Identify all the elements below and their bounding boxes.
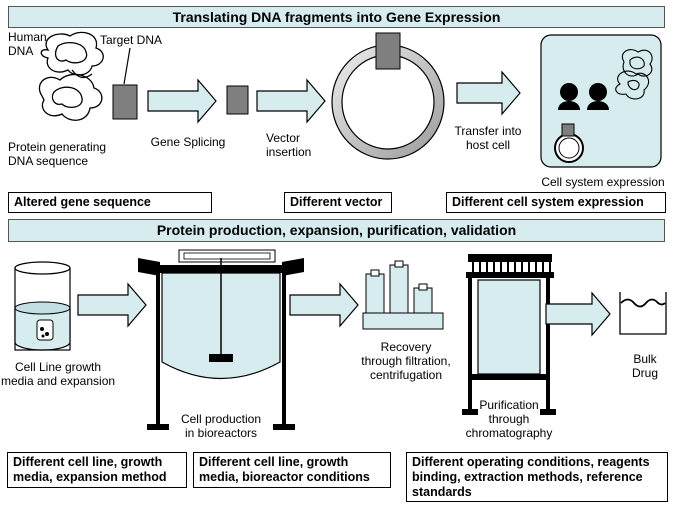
arrow-gene-splicing	[147, 78, 217, 124]
human-dna-label: Human DNA	[8, 30, 47, 58]
arrow-to-recovery	[289, 282, 359, 328]
purification-label: Purification through chromatography	[465, 398, 553, 440]
cell-line-beaker-icon	[14, 261, 71, 351]
cell-system-box: Different cell system expression	[446, 192, 666, 213]
target-dna-icon	[112, 84, 138, 120]
arrow-vector-insertion	[256, 78, 326, 124]
spliced-gene-icon	[226, 85, 249, 115]
bioreactor-icon	[138, 249, 304, 430]
bulk-drug-beaker-icon	[619, 292, 667, 335]
bottom-banner: Protein production, expansion, purificat…	[8, 219, 665, 242]
cell-production-label: Cell production in bioreactors	[180, 412, 262, 440]
top-banner: Translating DNA fragments into Gene Expr…	[8, 6, 665, 28]
operating-conditions-box: Different operating conditions, reagents…	[406, 452, 668, 502]
vector-insertion-label: Vector insertion	[266, 131, 312, 159]
target-dna-label: Target DNA	[100, 33, 163, 47]
cell-line-label: Cell Line growth media and expansion	[0, 360, 116, 388]
vector-plasmid-icon	[331, 32, 445, 160]
arrow-transfer	[456, 70, 521, 116]
protein-dna-label: Protein generating DNA sequence	[8, 140, 107, 168]
cell-system-label: Cell system expression	[541, 175, 665, 189]
cell-line-box: Different cell line, growth media, expan…	[7, 452, 187, 488]
vector-box: Different vector	[284, 192, 392, 213]
human-dna-icon	[38, 31, 104, 121]
bioreactor-box: Different cell line, growth media, biore…	[193, 452, 391, 488]
chromatography-icon	[462, 254, 556, 415]
arrow-to-bioreactor	[77, 282, 147, 328]
arrow-to-bulk-drug	[545, 291, 611, 337]
recovery-centrifuge-icon	[362, 260, 444, 330]
target-dna-pointer	[123, 47, 131, 85]
gene-splicing-label: Gene Splicing	[150, 135, 226, 149]
altered-gene-box: Altered gene sequence	[8, 192, 212, 213]
host-cell-icon	[540, 34, 662, 168]
bulk-drug-label: Bulk Drug	[631, 352, 658, 380]
recovery-label: Recovery through filtration, centrifugat…	[361, 340, 451, 382]
transfer-label: Transfer into host cell	[454, 124, 522, 152]
